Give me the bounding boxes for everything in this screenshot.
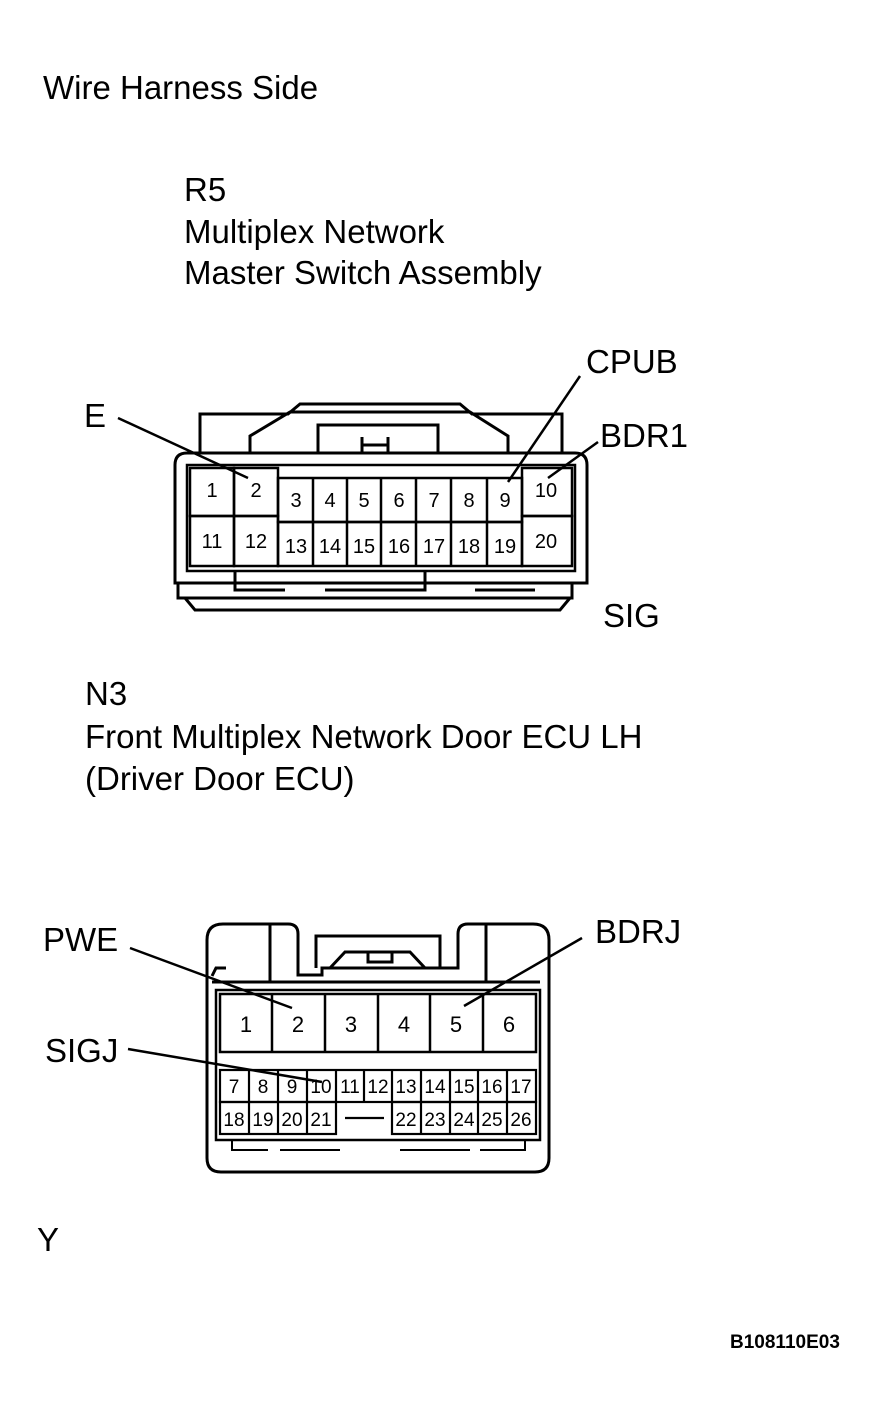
- r5-label-cpub: CPUB: [586, 343, 678, 380]
- r5-pin-7: 7: [428, 490, 439, 512]
- r5-pin-18: 18: [458, 536, 480, 558]
- n3-pin-16: 16: [481, 1077, 502, 1098]
- n3-pin-3: 3: [345, 1012, 357, 1037]
- n3-pin-6: 6: [503, 1012, 515, 1037]
- r5-pin-12: 12: [245, 531, 267, 553]
- n3-pin-12: 12: [367, 1077, 388, 1098]
- n3-pin-1: 1: [240, 1012, 252, 1037]
- n3-pin-21: 21: [310, 1110, 331, 1131]
- n3-pin-10: 10: [310, 1077, 331, 1098]
- n3-pin-13: 13: [395, 1077, 416, 1098]
- footer-mark: Y: [37, 1221, 60, 1258]
- connector-n3: [127, 922, 583, 1174]
- r5-pin-1: 1: [206, 480, 217, 502]
- r5-pin-6: 6: [393, 490, 404, 512]
- r5-pin-15: 15: [353, 536, 375, 558]
- r5-pin-20: 20: [535, 531, 557, 553]
- r5-pin-3: 3: [290, 490, 301, 512]
- n3-pin-5: 5: [450, 1012, 462, 1037]
- n3-pin-18: 18: [223, 1110, 244, 1131]
- n3-pin-2: 2: [292, 1012, 304, 1037]
- n3-code: N3: [85, 675, 128, 712]
- r5-pin-8: 8: [463, 490, 474, 512]
- n3-pin-14: 14: [424, 1077, 446, 1098]
- r5-pin-16: 16: [388, 536, 410, 558]
- r5-pin-19: 19: [494, 536, 516, 558]
- r5-pin-14: 14: [319, 536, 341, 558]
- r5-label-e: E: [84, 397, 107, 434]
- n3-pin-15: 15: [453, 1077, 474, 1098]
- n3-pin-4: 4: [398, 1012, 410, 1037]
- n3-label-pwe: PWE: [43, 921, 119, 958]
- n3-name-line2: (Driver Door ECU): [85, 760, 355, 797]
- n3-pin-25: 25: [481, 1110, 502, 1131]
- r5-name-line2: Master Switch Assembly: [184, 254, 542, 291]
- n3-pin-23: 23: [424, 1110, 445, 1131]
- n3-label-sigj: SIGJ: [45, 1032, 119, 1069]
- r5-pin-4: 4: [324, 490, 335, 512]
- r5-pin-17: 17: [423, 536, 445, 558]
- n3-label-bdrj: BDRJ: [595, 913, 682, 950]
- n3-name-line1: Front Multiplex Network Door ECU LH: [85, 718, 643, 755]
- n3-pin-8: 8: [258, 1077, 269, 1098]
- r5-pin-10: 10: [535, 480, 557, 502]
- n3-pin-20: 20: [281, 1110, 302, 1131]
- n3-pin-26: 26: [510, 1110, 531, 1131]
- r5-pin-5: 5: [358, 490, 369, 512]
- n3-pin-7: 7: [229, 1077, 240, 1098]
- n3-pin-11: 11: [340, 1077, 360, 1098]
- r5-code: R5: [184, 171, 227, 208]
- r5-pin-11: 11: [202, 531, 223, 553]
- connector-r5: [117, 375, 599, 612]
- r5-label-sig: SIG: [603, 597, 660, 634]
- n3-pin-17: 17: [510, 1077, 531, 1098]
- n3-pin-22: 22: [395, 1110, 416, 1131]
- n3-pin-9: 9: [287, 1077, 298, 1098]
- r5-name-line1: Multiplex Network: [184, 213, 445, 250]
- r5-pin-9: 9: [499, 490, 510, 512]
- page-title: Wire Harness Side: [43, 69, 319, 106]
- r5-pin-2: 2: [250, 480, 261, 502]
- r5-label-bdr1: BDR1: [600, 417, 689, 454]
- n3-pin-19: 19: [252, 1110, 273, 1131]
- r5-pin-13: 13: [285, 536, 307, 558]
- figure-code: B108110E03: [730, 1332, 840, 1353]
- n3-pin-24: 24: [453, 1110, 475, 1131]
